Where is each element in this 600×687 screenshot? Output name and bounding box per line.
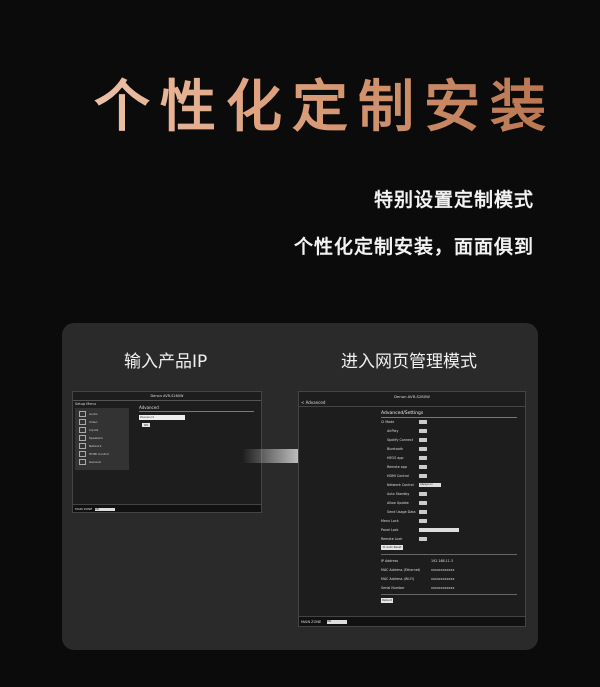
toggle-send-usage-data[interactable]	[419, 510, 427, 514]
title-divider	[299, 406, 525, 407]
page-title: 个性化定制安装	[0, 62, 556, 143]
info-value-mac-wifi: xxxxxxxxxxxx	[431, 577, 455, 581]
advanced-settings-window: Denon AVR-S280W < Advanced Advanced/Sett…	[298, 391, 526, 627]
demo-panel: 输入产品IP 进入网页管理模式 Denon AVR-S280W Setup Me…	[62, 323, 538, 650]
info-divider-bottom	[381, 594, 517, 595]
setting-heos-app: HEOS app	[387, 456, 404, 460]
menu-item-network[interactable]: Network	[79, 443, 102, 449]
section-divider	[381, 417, 517, 418]
zone-label: MAIN ZONE	[301, 620, 322, 624]
setting-spotify: Spotify Connect	[387, 438, 414, 442]
speakers-icon	[79, 435, 86, 441]
info-label-ip: IP Address	[381, 559, 399, 563]
setting-remote-app: Remote app	[387, 465, 407, 469]
info-value-serial: xxxxxxxxxxxx	[431, 586, 455, 590]
subtitle-custom-install: 个性化定制安装，面面俱到	[293, 236, 534, 258]
back-button[interactable]: < Advanced	[301, 400, 326, 405]
hdmi-icon	[79, 451, 86, 457]
toggle-auto-standby[interactable]	[419, 492, 427, 496]
info-label-serial: Serial Number	[381, 586, 405, 590]
toggle-remote-lock[interactable]	[419, 537, 427, 541]
menu-item-general[interactable]: General	[79, 459, 101, 465]
toggle-ci-mode[interactable]	[419, 420, 427, 424]
step-label-web-admin: 进入网页管理模式	[341, 352, 477, 372]
info-value-ip: 192.168.11.3	[431, 559, 454, 563]
password-input[interactable]: Password	[139, 415, 185, 420]
setting-bluetooth: Bluetooth	[387, 447, 404, 451]
info-label-mac-wifi: MAC Address (Wi-Fi)	[381, 577, 415, 581]
toggle-spotify[interactable]	[419, 438, 427, 442]
section-divider	[139, 411, 254, 412]
window-title: Denon AVR-S280W	[394, 394, 430, 399]
zone-select[interactable]: ON	[327, 620, 347, 624]
menu-item-inputs[interactable]: Inputs	[79, 427, 98, 433]
menu-item-audio[interactable]: Audio	[79, 411, 98, 417]
toggle-heos-app[interactable]	[419, 456, 427, 460]
setting-send-usage-data: Send Usage Data	[387, 510, 416, 514]
step-label-enter-ip: 输入产品IP	[124, 352, 208, 372]
input-icon	[79, 427, 86, 433]
window-title: Denon AVR-S280W	[150, 394, 184, 398]
info-divider	[381, 554, 517, 555]
setting-panel-lock: Panel Lock	[381, 528, 399, 532]
title-divider	[73, 400, 261, 401]
info-label-mac-ethernet: MAC Address (Ethernet)	[381, 568, 421, 572]
setting-airplay: AirPlay	[387, 429, 399, 433]
setting-menu-lock: Menu Lock	[381, 519, 399, 523]
setup-menu: Audio Video Inputs Speakers Network HDMI…	[75, 408, 129, 470]
subtitle-custom-mode: 特别设置定制模式	[373, 189, 534, 211]
ok-button[interactable]: OK	[142, 423, 150, 427]
ci-auto-reset-button[interactable]: CI Auto Reset	[381, 545, 403, 550]
toggle-remote-app[interactable]	[419, 465, 427, 469]
setting-remote-lock: Remote Lock	[381, 537, 403, 541]
setup-menu-label: Setup Menu	[75, 402, 96, 406]
toggle-airplay[interactable]	[419, 429, 427, 433]
setting-allow-update: Allow Update	[387, 501, 409, 505]
menu-item-video[interactable]: Video	[79, 419, 97, 425]
window-footer: MAIN ZONE ON	[73, 504, 261, 512]
toggle-hdmi-control[interactable]	[419, 474, 427, 478]
setting-auto-standby: Auto Standby	[387, 492, 410, 496]
network-icon	[79, 443, 86, 449]
toggle-menu-lock[interactable]	[419, 519, 427, 523]
setup-window: Denon AVR-S280W Setup Menu Audio Video I…	[72, 391, 262, 513]
section-title: Advanced/Settings	[381, 411, 424, 416]
setting-hdmi-control: HDMI Control	[387, 474, 409, 478]
gear-icon	[79, 459, 86, 465]
setting-ci-mode: CI Mode	[381, 420, 395, 424]
zone-label: MAIN ZONE	[75, 507, 93, 511]
menu-item-speakers[interactable]: Speakers	[79, 435, 103, 441]
select-network-control[interactable]: Always on	[419, 483, 441, 487]
reboot-button[interactable]: Reboot	[381, 598, 393, 603]
speaker-icon	[79, 411, 86, 417]
window-footer: MAIN ZONE ON	[299, 616, 525, 626]
setting-network-control: Network Control	[387, 483, 414, 487]
zone-select[interactable]: ON	[95, 507, 115, 511]
select-panel-lock[interactable]	[419, 528, 459, 532]
section-advanced: Advanced	[139, 405, 159, 410]
toggle-bluetooth[interactable]	[419, 447, 427, 451]
info-value-mac-ethernet: xxxxxxxxxxxx	[431, 568, 455, 572]
monitor-icon	[79, 419, 86, 425]
menu-item-hdmi-control[interactable]: HDMI Control	[79, 451, 109, 457]
toggle-allow-update[interactable]	[419, 501, 427, 505]
